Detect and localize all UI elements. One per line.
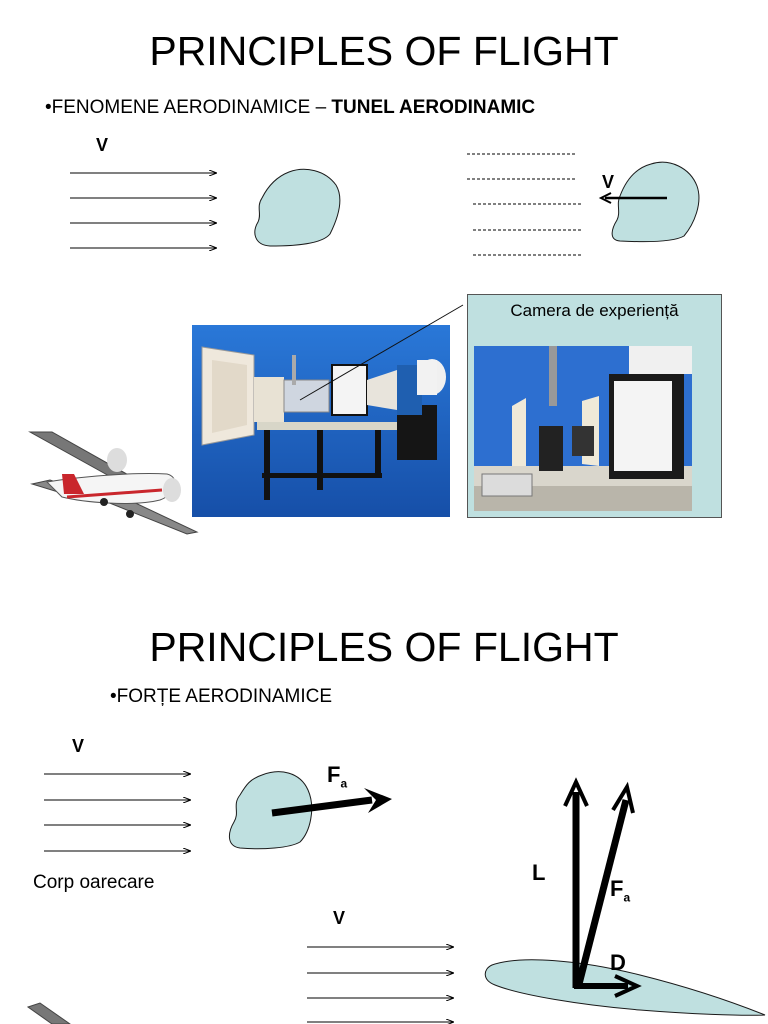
test-chamber-caption: Camera de experiență bbox=[510, 301, 679, 320]
fa-label-sub: a bbox=[340, 776, 348, 791]
lift-label: L bbox=[532, 860, 546, 885]
slide2-title: PRINCIPLES OF FLIGHT bbox=[149, 624, 619, 670]
arbitrary-body bbox=[229, 771, 313, 850]
fa-label-main: F bbox=[327, 762, 341, 787]
aircraft-wing-fragment bbox=[26, 1002, 71, 1024]
aerodynamic-force-label: Fa bbox=[327, 762, 347, 790]
slide1-title: PRINCIPLES OF FLIGHT bbox=[149, 28, 619, 74]
velocity-label-top: V bbox=[72, 736, 85, 756]
aircraft-illustration bbox=[28, 431, 199, 535]
velocity-label-right: V bbox=[602, 172, 615, 192]
test-chamber-panel: Camera de experiență bbox=[467, 294, 722, 518]
callout-line bbox=[299, 304, 464, 401]
drag-label: D bbox=[610, 950, 626, 975]
aerodynamic-force-arrowhead bbox=[364, 788, 392, 813]
body-caption: Corp oarecare bbox=[33, 872, 155, 893]
body-shape-right bbox=[598, 161, 700, 243]
velocity-label-left: V bbox=[96, 135, 109, 155]
lift-arrowhead bbox=[563, 777, 589, 807]
resultant-force-arrow bbox=[574, 799, 630, 989]
fa2-label-main: F bbox=[610, 876, 624, 901]
resultant-force-arrowhead bbox=[611, 781, 635, 814]
slide2-bullet: •FORȚE AERODINAMICE bbox=[110, 686, 333, 707]
slide1-bullet-text: •FENOMENE AERODINAMICE – bbox=[45, 97, 332, 118]
resultant-force-label: Fa bbox=[610, 876, 630, 904]
wind-tunnel-photo bbox=[192, 325, 450, 517]
dashed-flow-right bbox=[467, 153, 583, 256]
fa2-label-sub: a bbox=[623, 890, 631, 905]
body-shape-left bbox=[254, 168, 341, 247]
drag-arrowhead bbox=[614, 974, 642, 998]
slide1-bullet-bold: TUNEL AERODINAMIC bbox=[331, 97, 536, 118]
slide1-bullet: •FENOMENE AERODINAMICE – TUNEL AERODINAM… bbox=[45, 97, 535, 119]
flow-arrows-left bbox=[70, 0, 217, 300]
test-chamber-photo bbox=[474, 346, 692, 511]
velocity-label-bottom: V bbox=[333, 908, 346, 928]
aerodynamic-force-arrow bbox=[271, 796, 373, 817]
